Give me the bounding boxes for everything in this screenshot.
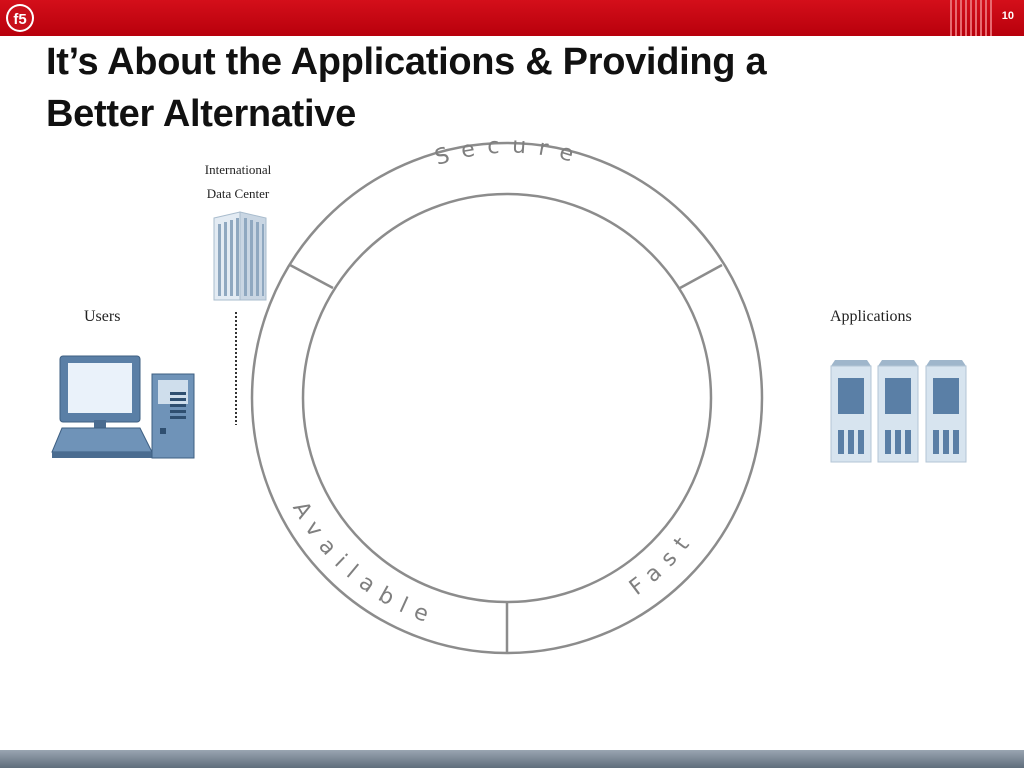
slide-title-line-1: It’s About the Applications & Providing …	[46, 41, 767, 83]
data-center-label-line-1: International	[204, 162, 272, 177]
outer-ring	[250, 141, 764, 655]
ring-divider-right	[679, 263, 723, 290]
header-stripes	[950, 0, 992, 36]
slide-title: It’s About the Applications & Providing …	[46, 36, 986, 140]
data-center-label-line-2: Data Center	[206, 186, 270, 201]
logo-text: f5	[13, 11, 26, 28]
server-rack-icon	[830, 360, 967, 463]
ring-label-secure: Secure	[432, 133, 588, 171]
ring-label-available: Available	[287, 497, 441, 630]
ring-label-fast: Fast	[625, 525, 701, 601]
slide-title-line-2: Better Alternative	[46, 93, 356, 135]
ring-divider-left	[289, 263, 334, 290]
data-center-label: International Data Center	[190, 158, 286, 206]
users-label: Users	[84, 308, 121, 325]
f5-logo-icon: f5	[6, 4, 34, 32]
data-center-building-icon	[213, 211, 267, 301]
inner-ring	[301, 192, 713, 604]
footer-bar	[0, 750, 1024, 768]
page-number: 10	[1001, 10, 1014, 22]
desktop-computer-icon	[51, 355, 195, 459]
header-bar: f5 10	[0, 0, 1024, 36]
applications-label: Applications	[830, 308, 912, 325]
